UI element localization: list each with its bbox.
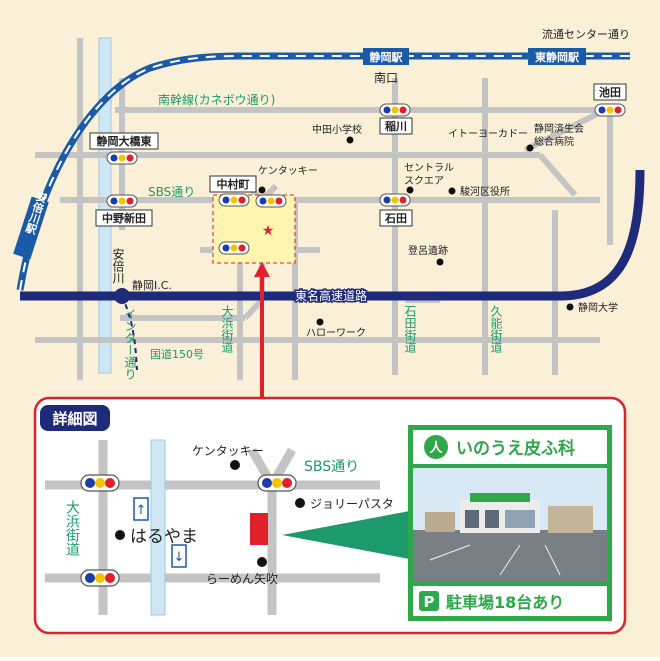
svg-text:総合病院: 総合病院 bbox=[534, 135, 574, 148]
svg-text:中田小学校: 中田小学校 bbox=[312, 123, 362, 136]
clinic-photo bbox=[413, 468, 607, 582]
svg-text:登呂遺跡: 登呂遺跡 bbox=[408, 244, 448, 257]
station-higashi-shizuoka: 東静岡駅 bbox=[528, 48, 586, 65]
landmark-nakada-school: 中田小学校 bbox=[312, 123, 362, 144]
tomei-label: 東名高速道路 bbox=[295, 288, 367, 303]
intersection-ishida: 石田 bbox=[379, 209, 413, 227]
ishida-road-label: 石田街道 bbox=[403, 305, 417, 353]
interchange-road-label: インター通り bbox=[123, 308, 137, 380]
svg-text:稲川: 稲川 bbox=[385, 119, 407, 133]
intersection-ikeda: 池田 bbox=[593, 83, 627, 101]
landmark-hellowork: ハローワーク bbox=[306, 318, 366, 339]
svg-text:ジョリーパスタ: ジョリーパスタ bbox=[310, 497, 394, 511]
svg-text:静岡大橋東: 静岡大橋東 bbox=[97, 134, 153, 148]
svg-text:P: P bbox=[424, 593, 435, 611]
detail-ohama-label: 大浜街道 bbox=[64, 500, 80, 557]
svg-text:中野新田: 中野新田 bbox=[102, 211, 146, 225]
intersection-inagawa: 稲川 bbox=[379, 117, 413, 135]
svg-text:イトーヨーカドー: イトーヨーカドー bbox=[448, 128, 528, 140]
arrow-down-icon: ↓ bbox=[174, 550, 185, 565]
clinic-name: いのうえ皮ふ科 bbox=[456, 438, 575, 459]
tomei-expressway bbox=[20, 169, 645, 371]
svg-text:スクエア: スクエア bbox=[404, 175, 444, 187]
landmark-suruga-office: 駿河区役所 bbox=[448, 185, 510, 198]
intersection-nakamuracho: 中村町 bbox=[209, 175, 257, 193]
clinic-photo-pointer bbox=[282, 510, 415, 560]
clinic-card: 人 いのうえ皮ふ科 P 駐車場18台あり bbox=[408, 425, 612, 621]
intersection-shizuoka-ohashi-higashi: 静岡大橋東 bbox=[89, 132, 159, 150]
landmark-univ: 静岡大学 bbox=[566, 301, 618, 314]
star-icon: ★ bbox=[262, 223, 275, 239]
svg-text:静岡済生会: 静岡済生会 bbox=[534, 122, 584, 135]
detail-haruyama: はるやま bbox=[115, 527, 198, 547]
svg-text:はるやま: はるやま bbox=[130, 527, 198, 547]
landmark-central-square: セントラル スクエア bbox=[404, 162, 454, 194]
detail-pointer-arrow bbox=[254, 262, 270, 398]
detail-river bbox=[150, 439, 166, 616]
abe-river-label: 安倍川 bbox=[111, 247, 125, 284]
svg-text:ケンタッキー: ケンタッキー bbox=[192, 444, 264, 458]
route150-label: 国道150号 bbox=[150, 347, 204, 361]
svg-text:東静岡駅: 東静岡駅 bbox=[535, 50, 579, 64]
svg-text:中村町: 中村町 bbox=[217, 177, 250, 191]
nankan-line-label: 南幹線(カネボウ通り) bbox=[158, 92, 275, 107]
detail-title-badge: 詳細図 bbox=[40, 405, 110, 431]
svg-text:詳細図: 詳細図 bbox=[52, 410, 97, 428]
detail-ramen-yabuki: らーめん矢吹 bbox=[206, 557, 278, 586]
minamiguchi-label: 南口 bbox=[374, 70, 398, 85]
ryutsu-center-label: 流通センター通り bbox=[542, 27, 630, 41]
intersection-nakano-shinden: 中野新田 bbox=[95, 209, 153, 227]
detail-sbs-road-label: SBS通り bbox=[304, 459, 359, 475]
kunou-road-label: 久能街道 bbox=[489, 305, 503, 353]
detail-kfc: ケンタッキー bbox=[192, 444, 264, 470]
detail-jolly-pasta: ジョリーパスタ bbox=[295, 497, 394, 511]
clinic-location-marker bbox=[250, 513, 268, 545]
svg-text:池田: 池田 bbox=[599, 85, 621, 99]
svg-text:静岡駅: 静岡駅 bbox=[370, 50, 403, 64]
parking-info: 駐車場18台あり bbox=[446, 593, 564, 612]
landmark-toro: 登呂遺跡 bbox=[408, 244, 448, 266]
parking-icon bbox=[419, 591, 439, 611]
landmark-saiseikai: 静岡済生会 総合病院 bbox=[534, 122, 584, 148]
arrow-up-icon: ↑ bbox=[136, 503, 147, 518]
landmark-itoyokado: イトーヨーカドー bbox=[448, 128, 534, 152]
svg-text:らーめん矢吹: らーめん矢吹 bbox=[206, 572, 278, 586]
svg-text:静岡大学: 静岡大学 bbox=[578, 301, 618, 314]
ohama-road-label: 大浜街道 bbox=[220, 305, 234, 353]
sbs-road-label: SBS通り bbox=[148, 185, 195, 199]
svg-text:駿河区役所: 駿河区役所 bbox=[460, 185, 510, 198]
svg-text:ハローワーク: ハローワーク bbox=[306, 327, 366, 339]
svg-text:人: 人 bbox=[429, 440, 443, 456]
svg-text:石田: 石田 bbox=[384, 212, 407, 225]
landmark-kfc: ケンタッキー bbox=[258, 165, 318, 194]
one-way-arrows: ↑ ↓ bbox=[133, 497, 187, 568]
shizuoka-ic-label: 静岡I.C. bbox=[132, 278, 172, 292]
station-shizuoka: 静岡駅 bbox=[363, 48, 409, 65]
svg-text:ケンタッキー: ケンタッキー bbox=[258, 165, 318, 177]
svg-text:セントラル: セントラル bbox=[404, 162, 454, 174]
clinic-logo-icon bbox=[424, 435, 448, 459]
